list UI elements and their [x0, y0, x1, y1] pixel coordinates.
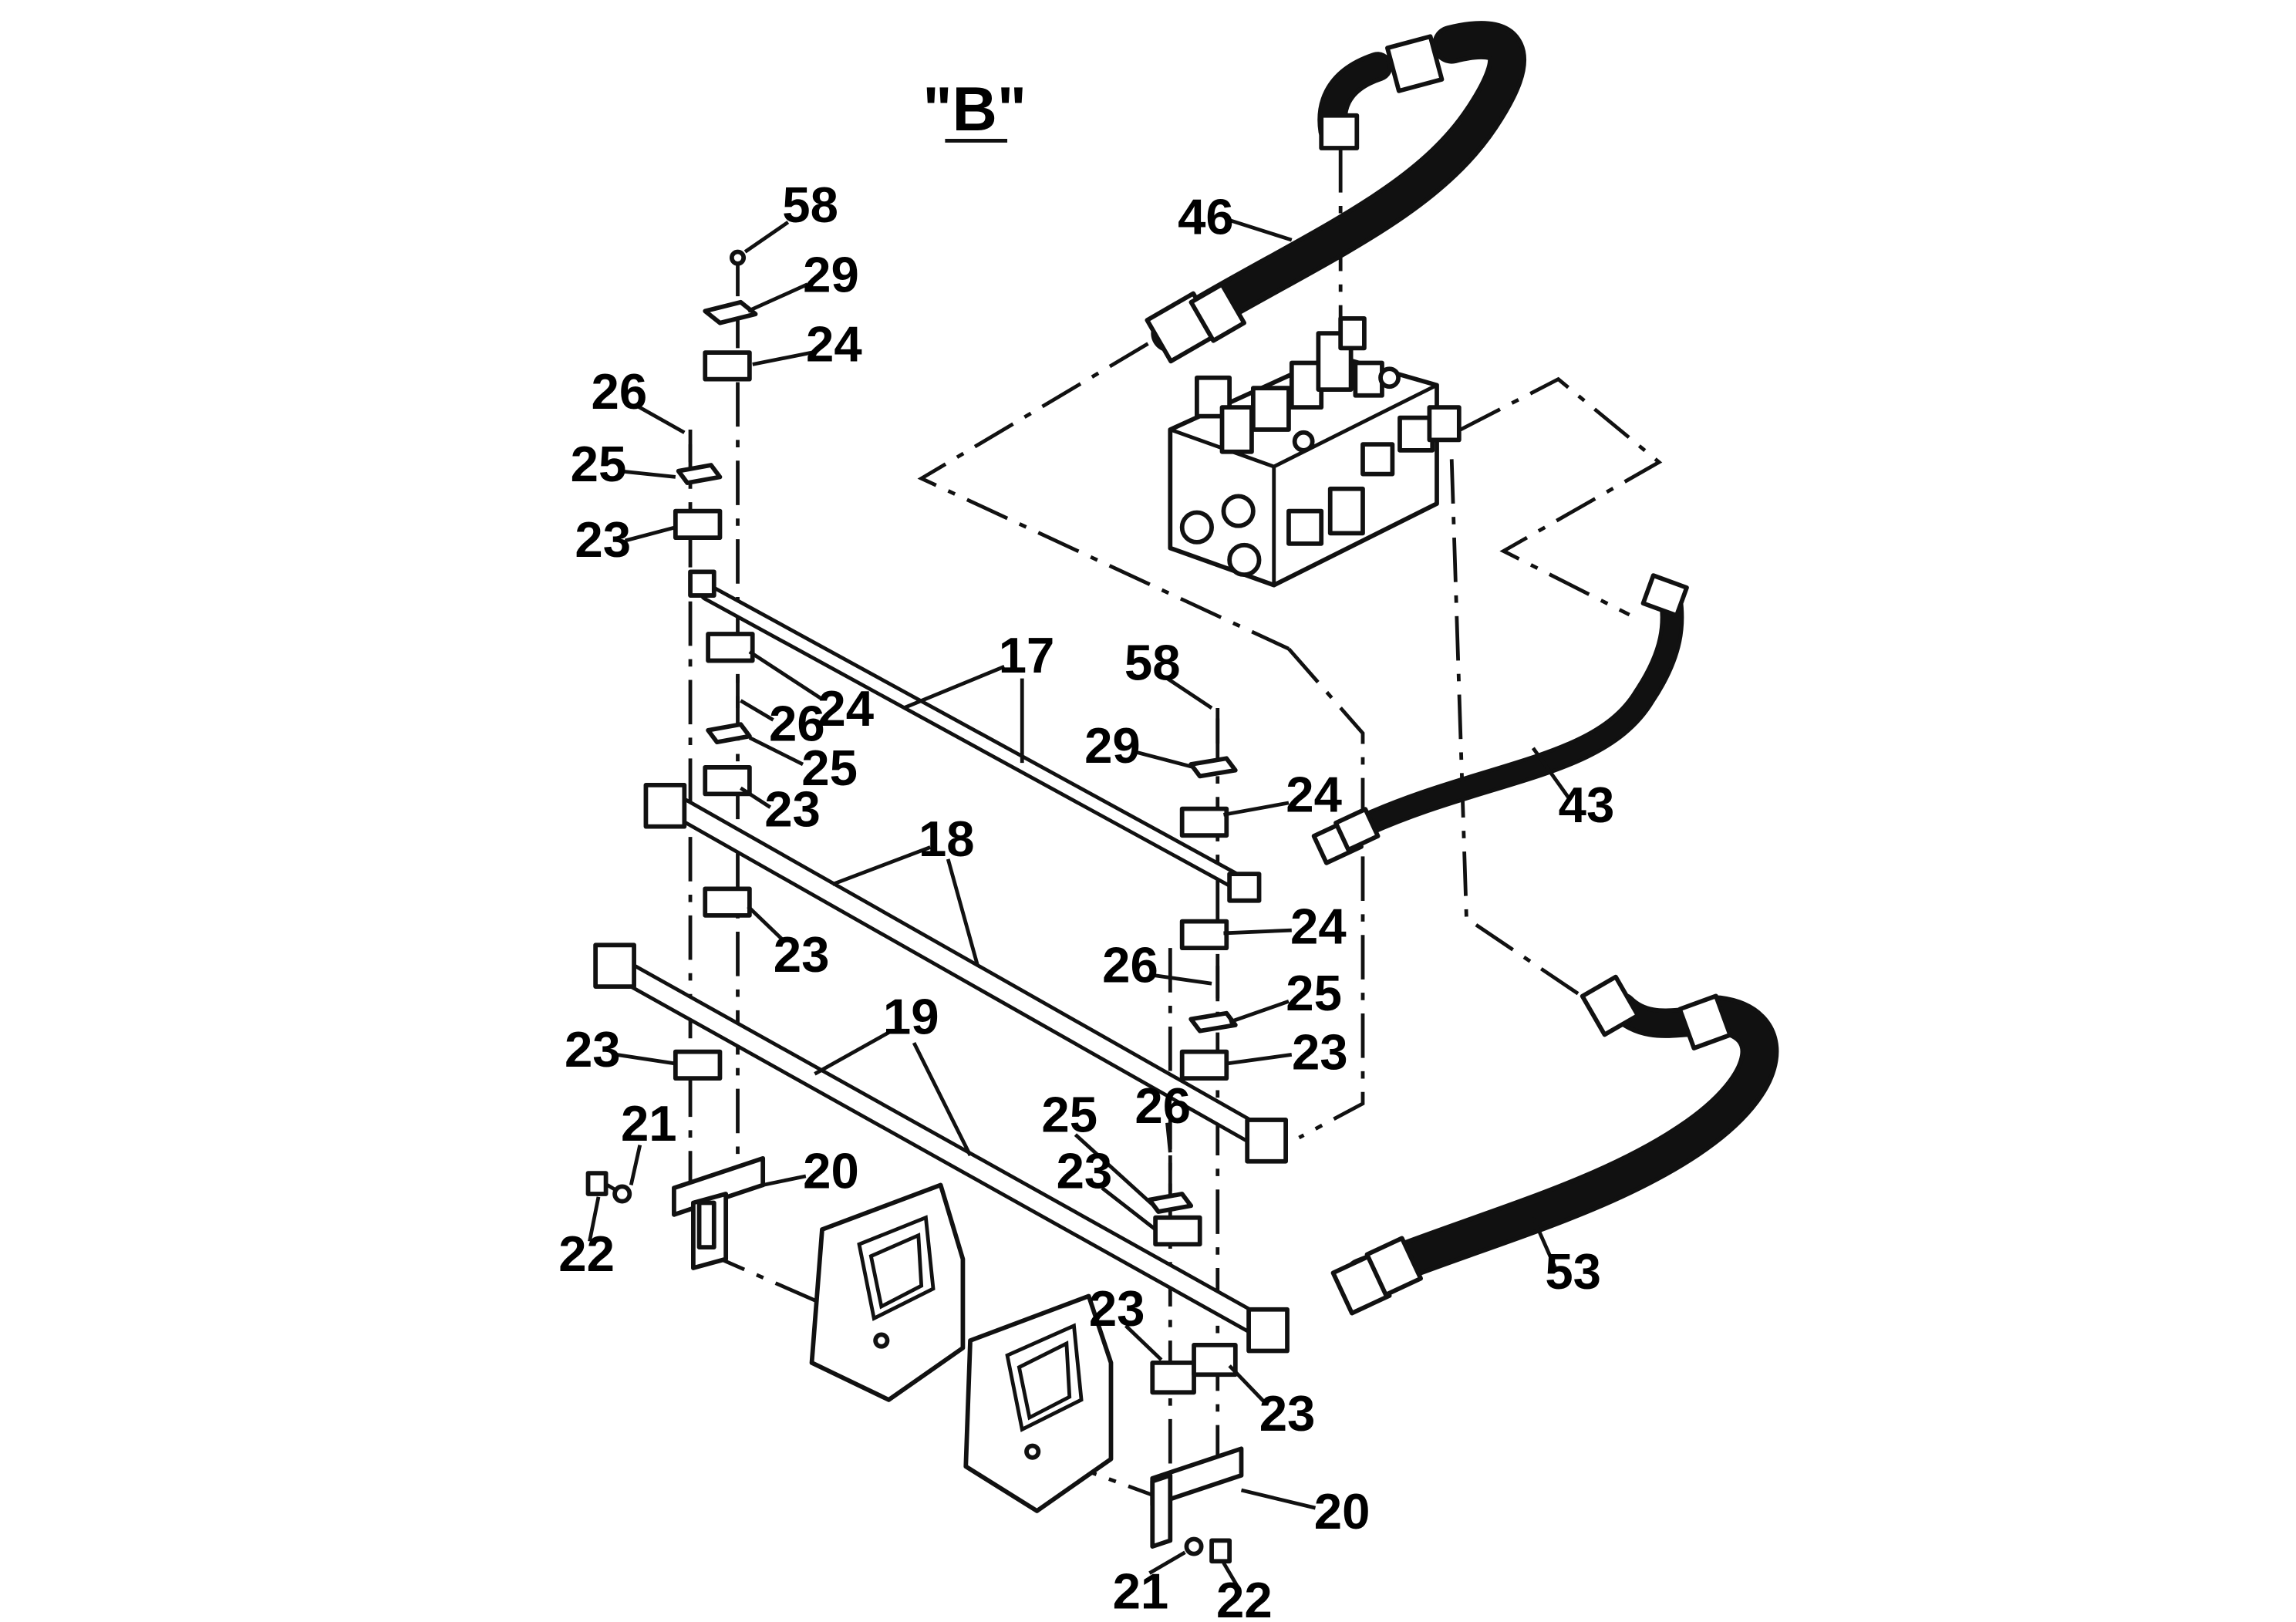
callout-29-mid: 29	[1084, 717, 1141, 774]
callout-26-mid: 26	[1102, 936, 1158, 993]
callout-43: 43	[1559, 777, 1615, 833]
callout-46: 46	[1178, 188, 1234, 244]
callout-23-low: 23	[1057, 1142, 1113, 1199]
clamp-stack-upper	[673, 249, 758, 1081]
view-title: "B"	[922, 75, 1027, 144]
callout-29-top: 29	[803, 246, 859, 302]
callout-24-mid: 24	[1286, 766, 1342, 822]
callout-26-l2: 26	[769, 695, 825, 751]
valve-block	[1168, 316, 1462, 588]
callout-23-mid: 23	[1292, 1024, 1348, 1081]
callout-24-mid2: 24	[1290, 898, 1347, 954]
callout-24-l2: 24	[818, 680, 874, 737]
callout-23-bottom-right: 23	[1259, 1385, 1316, 1442]
cover-plate-front	[963, 1293, 1114, 1513]
callout-23-l3: 23	[774, 926, 830, 983]
callout-22-right: 22	[1216, 1572, 1273, 1622]
callout-23-bottom-left: 23	[1089, 1280, 1145, 1337]
callout-53: 53	[1545, 1243, 1601, 1300]
callout-26-low: 26	[1135, 1077, 1191, 1134]
callout-18: 18	[919, 811, 975, 867]
tube-19	[593, 943, 1290, 1354]
callout-23-l2: 23	[764, 781, 821, 838]
callout-20-right: 20	[1314, 1483, 1371, 1539]
leader-lines	[588, 217, 1572, 1590]
clamp-stack-right	[1147, 708, 1238, 1395]
callout-21-right: 21	[1113, 1563, 1169, 1620]
hose-53	[1330, 974, 1779, 1316]
hose-46	[1145, 20, 1526, 364]
callout-26-l1: 26	[592, 363, 648, 420]
bracket-20-left	[585, 1155, 766, 1270]
callout-58-mid: 58	[1124, 635, 1181, 691]
callout-25-mid: 25	[1286, 965, 1342, 1021]
callout-21-left: 21	[621, 1095, 677, 1152]
bracket-20-right	[1150, 1446, 1244, 1564]
callout-20-left: 20	[803, 1142, 859, 1199]
callout-19: 19	[883, 989, 939, 1045]
callout-25-low: 25	[1041, 1086, 1097, 1142]
callout-23-l4: 23	[565, 1021, 621, 1077]
callout-25-l2: 25	[801, 740, 858, 796]
callout-24-top: 24	[806, 316, 862, 373]
view-title-text: "B"	[922, 75, 1027, 144]
tube-17	[688, 569, 1262, 903]
cover-plate-rear	[809, 1182, 966, 1402]
tube-18	[643, 783, 1288, 1164]
callout-17: 17	[999, 627, 1055, 683]
callout-23-l1: 23	[575, 511, 631, 568]
hose-43	[1311, 573, 1689, 865]
callout-25-l1: 25	[571, 436, 627, 492]
callout-58-top: 58	[782, 177, 838, 233]
callout-labels: 46 58 29 24 26 25 23 17 24 26 25 23 58 2…	[558, 177, 1614, 1622]
callout-22-left: 22	[558, 1226, 615, 1282]
